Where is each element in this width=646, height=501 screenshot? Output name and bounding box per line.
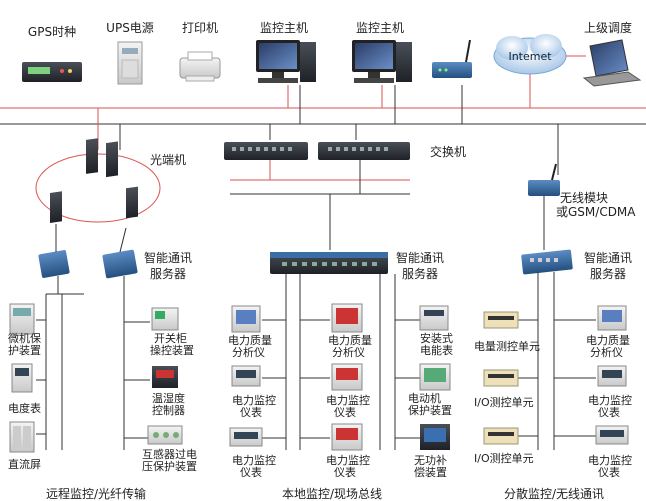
left-c2-i1-l1: 开关柜 [154,331,187,345]
left-server-icon [38,224,138,279]
center-server-label-1: 智能通讯 [396,250,444,265]
ups-label: UPS电源 [106,21,154,35]
microcomputer-protection-device-icon [9,303,35,335]
center-server-label-2: 服务器 [402,266,438,281]
section-left-caption: 远程监控/光纤传输 [46,486,146,501]
switch-icon [224,142,410,160]
monitor-host-1-icon [256,40,316,83]
right-c1-i3: I/O测控单元 [474,451,534,465]
wireless-label-2: 或GSM/CDMA [556,205,636,219]
switchgear-control-icon [151,307,179,331]
center-c1-i3-l1: 电力监控 [232,453,276,467]
right-server-label-2: 服务器 [590,266,626,281]
energy-control-unit-icon [483,311,519,329]
upper-dispatch-label: 上级调度 [584,20,632,35]
power-monitor-meter-icon-4 [331,423,363,451]
middle-bus [230,160,410,250]
center-c3-i1-l1: 安装式 [420,331,453,345]
center-c3-i3-l1: 无功补 [414,454,447,467]
right-field-bus [518,272,596,450]
monitor-host-2-label: 监控主机 [356,21,404,35]
left-field-bus [36,276,150,450]
left-c2-i2-l1: 温湿度 [152,391,185,405]
center-c1-i3-l2: 仪表 [240,465,262,479]
left-c1-i1-l1: 微机保 [8,331,41,345]
center-server-icon [270,252,388,274]
left-server-label-1: 智能通讯 [144,250,192,265]
right-c2-i2-l2: 仪表 [598,405,620,419]
center-c1-i1-l2: 分析仪 [232,345,265,359]
top-backbone [0,72,646,175]
printer-label: 打印机 [182,21,218,35]
motor-protection-device-icon [419,363,451,391]
center-c2-i2-l1: 电力监控 [326,393,370,407]
center-c1-i1-l1: 电力质量 [228,334,272,347]
center-c3-i2-l2: 保护装置 [408,403,452,417]
center-field-bus [262,274,420,450]
router-icon [432,39,472,78]
printer-icon [179,51,221,82]
center-c2-i3-l1: 电力监控 [326,453,370,467]
center-c1-i2-l2: 仪表 [240,405,262,419]
power-monitor-meter-icon-5 [597,365,627,387]
center-c2-i2-l2: 仪表 [334,405,356,419]
temp-humidity-controller-icon [152,366,178,388]
ups-icon [117,41,143,85]
power-quality-analyzer-icon-1 [231,305,261,333]
center-c2-i1-l2: 分析仪 [332,345,365,359]
io-control-unit-icon-1 [483,369,519,387]
right-c2-i3-l2: 仪表 [598,465,620,479]
right-c1-i1: 电量测控单元 [474,339,540,353]
center-c3-i3-l2: 偿装置 [414,465,447,479]
center-c3-i1-l2: 电能表 [420,343,453,357]
power-quality-analyzer-icon-3 [597,305,627,331]
power-monitor-meter-icon-3 [331,363,363,391]
power-quality-analyzer-icon-2 [331,303,363,333]
optical-label: 光端机 [150,153,186,167]
wireless-label-1: 无线模块 [560,191,608,205]
io-control-unit-icon-2 [483,427,519,445]
right-c2-i1-l1: 电力质量 [586,334,630,347]
monitor-host-1-label: 监控主机 [260,21,308,35]
left-c2-i3-l2: 压保护装置 [142,459,197,473]
left-server-label-2: 服务器 [150,266,186,281]
section-center-caption: 本地监控/现场总线 [282,487,382,501]
right-c2-i2-l1: 电力监控 [588,393,632,407]
internet-cloud-icon: Intemet [493,34,567,75]
monitor-host-2-icon [352,40,412,83]
left-c1-i3: 直流屏 [8,457,41,471]
left-c2-i3-l1: 互感器过电 [142,448,197,461]
right-c2-i3-l1: 电力监控 [588,453,632,467]
left-c1-i2: 电度表 [8,401,41,415]
center-c1-i2-l1: 电力监控 [232,393,276,407]
power-monitor-meter-icon-2 [229,427,263,447]
right-server-icon [521,249,573,275]
internet-label: Intemet [508,50,552,63]
power-monitor-meter-icon-6 [595,425,629,445]
energy-meter-icon [11,363,33,393]
gps-clock-icon [22,62,82,82]
right-c2-i1-l2: 分析仪 [590,345,623,359]
panel-energy-meter-icon [419,305,449,331]
reactive-compensation-icon [420,424,450,450]
center-c2-i3-l2: 仪表 [334,465,356,479]
center-c3-i2-l1: 电动机 [408,391,441,405]
transformer-protection-icon [147,425,183,445]
laptop-icon [582,39,642,87]
center-c2-i1-l1: 电力质量 [328,334,372,347]
gps-label: GPS时种 [28,25,76,39]
section-right-caption: 分散监控/无线通讯 [504,486,604,501]
power-monitor-meter-icon-1 [231,365,261,387]
left-c2-i1-l2: 操控装置 [150,343,194,357]
left-c2-i2-l2: 控制器 [152,403,185,417]
right-c1-i2: I/O测控单元 [474,395,534,409]
wireless-module-icon [528,163,560,196]
dc-panel-icon [9,421,35,453]
optical-ring [35,138,161,223]
switch-label: 交换机 [430,144,466,159]
right-server-label-1: 智能通讯 [584,250,632,265]
left-c1-i1-l2: 护装置 [8,343,41,357]
